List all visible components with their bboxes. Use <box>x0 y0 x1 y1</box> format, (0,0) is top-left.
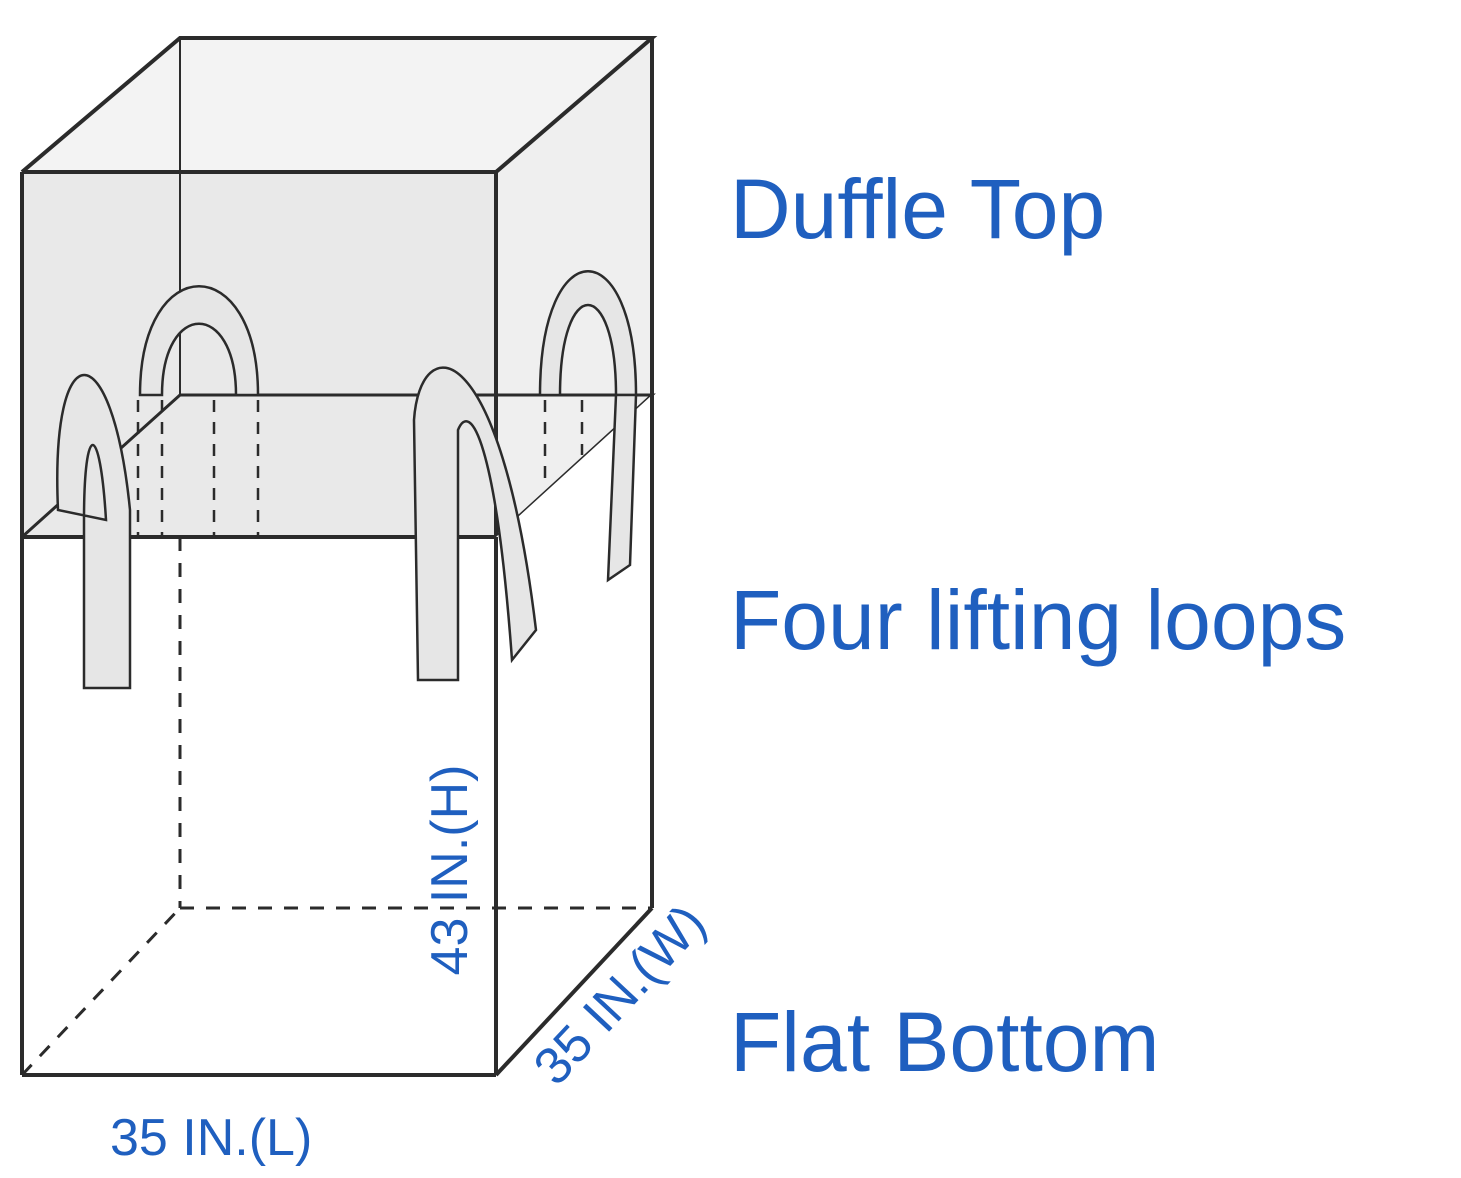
loop-front-right <box>412 366 538 682</box>
loop-hidden-straps <box>136 400 584 537</box>
dimension-label-height: 43 IN.(H) <box>421 764 479 976</box>
dimension-label-length: 35 IN.(L) <box>110 1109 313 1167</box>
feature-label-lifting-loops: Four lifting loops <box>730 573 1347 667</box>
hidden-left-bottom-edge <box>20 906 182 1077</box>
loop-back-left <box>138 285 260 397</box>
lifting-loops <box>56 270 638 690</box>
feature-label-flat-bottom: Flat Bottom <box>730 995 1160 1089</box>
bag-body-side-bottom-edge <box>494 906 654 1077</box>
loop-back-right-strap <box>606 393 638 583</box>
feature-label-duffle-top: Duffle Top <box>730 162 1106 256</box>
loop-front-left <box>56 374 132 690</box>
duffle-top-front-face <box>22 172 496 537</box>
